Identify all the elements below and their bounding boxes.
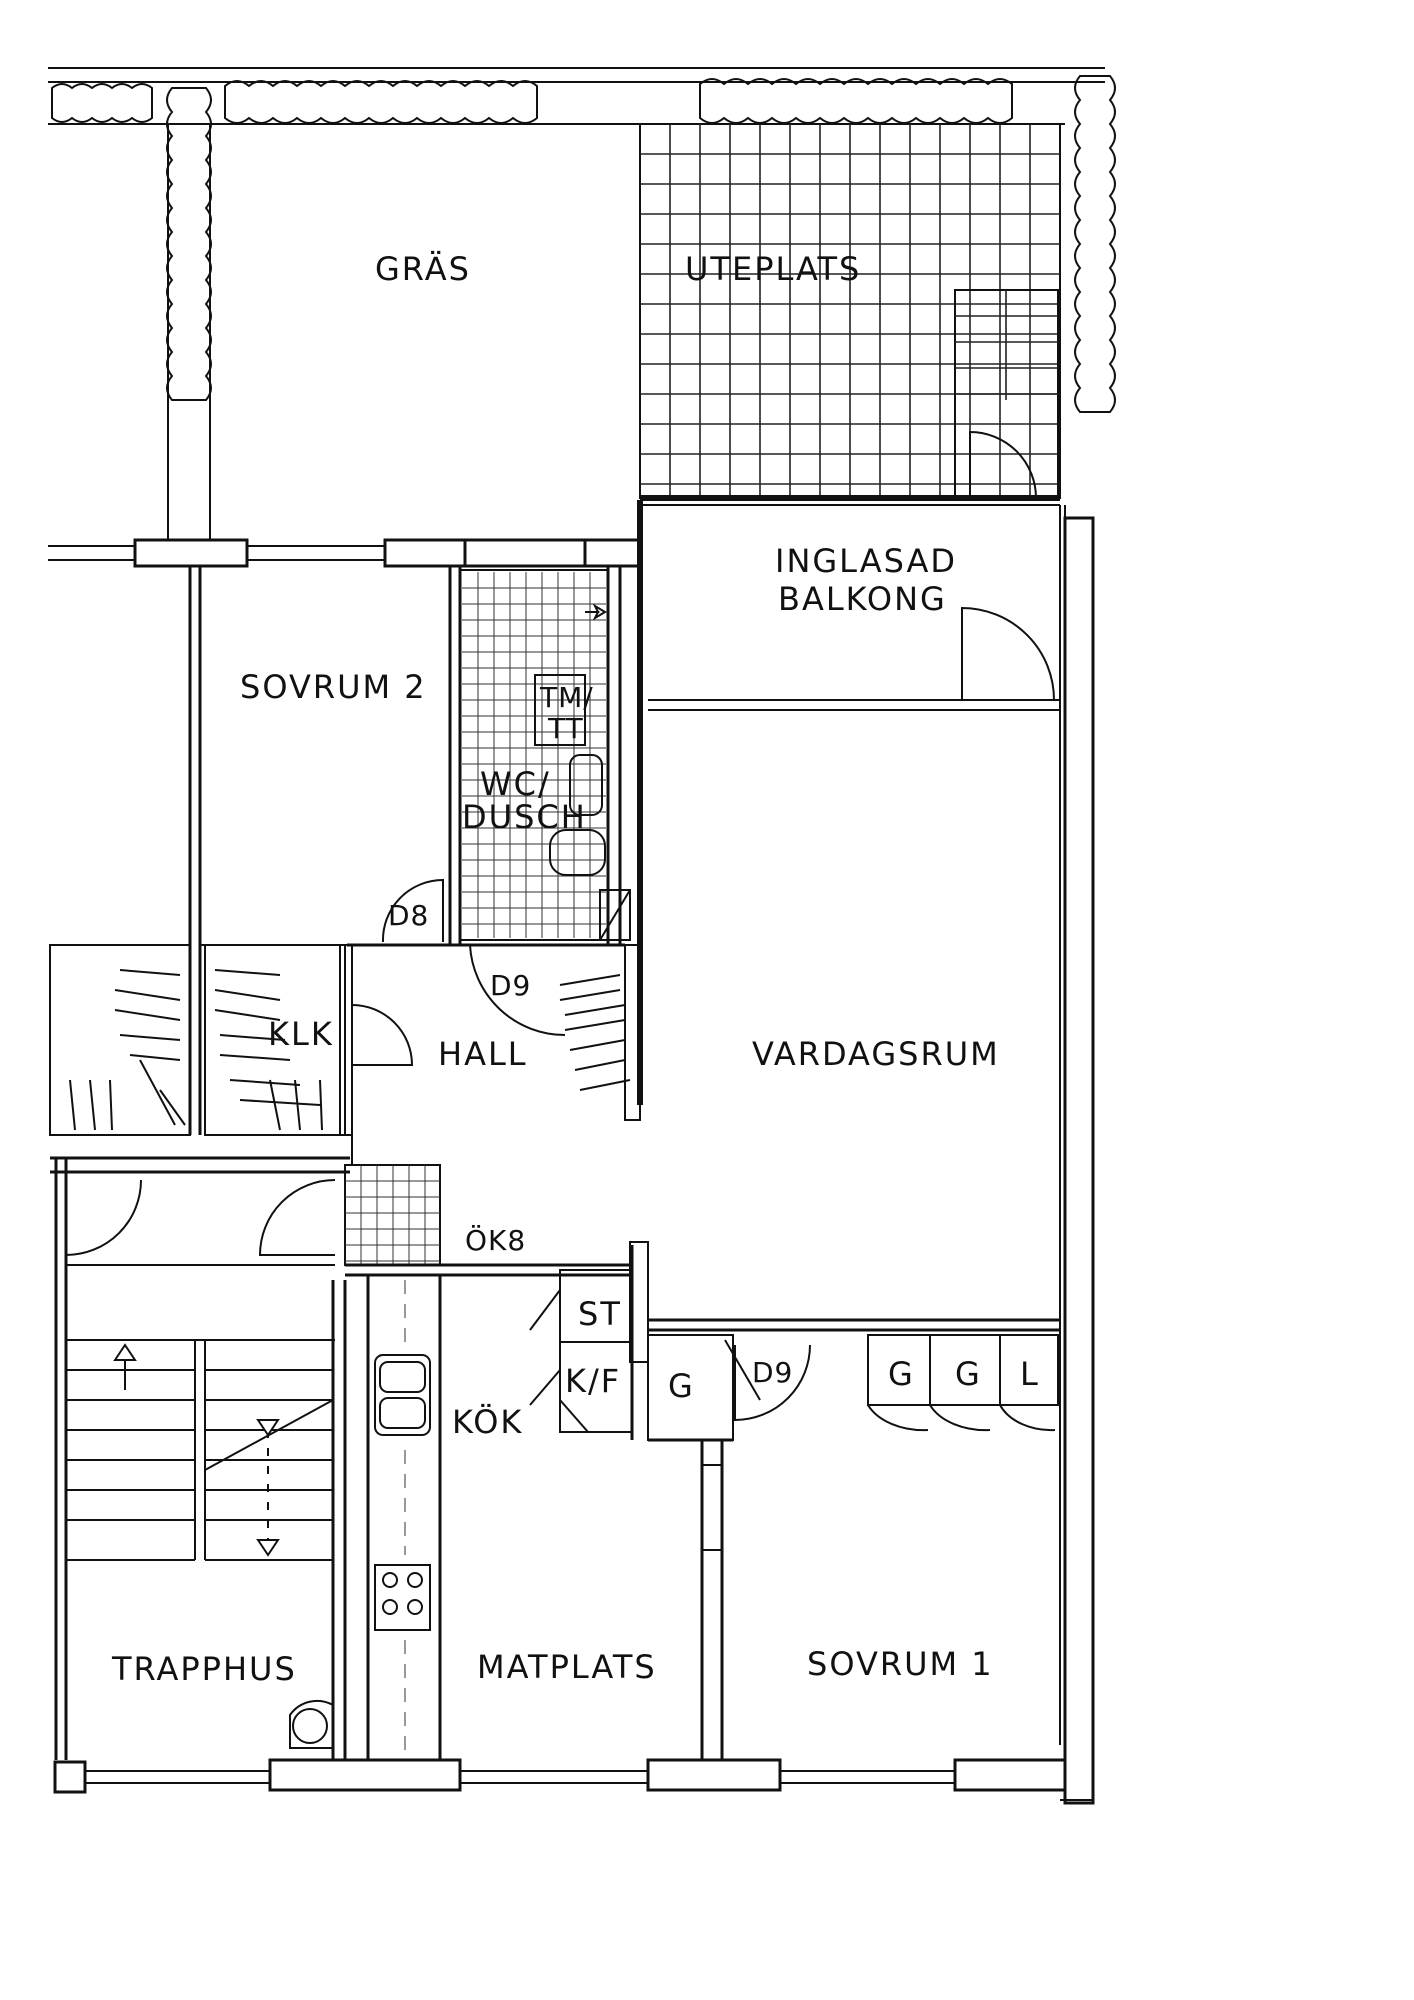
label-matplats: MATPLATS: [477, 1648, 657, 1686]
balcony: [640, 504, 1060, 711]
label-sovrum1: SOVRUM 1: [807, 1645, 994, 1683]
label-trapphus: TRAPPHUS: [111, 1650, 297, 1688]
trapphus: [50, 1156, 350, 1760]
label-tm: TM/: [539, 681, 594, 714]
label-balkong: BALKONG: [778, 580, 947, 618]
label-inglasad: INGLASAD: [775, 542, 957, 580]
label-dusch: DUSCH: [462, 798, 587, 836]
label-st: ST: [578, 1295, 622, 1333]
label-g2: G: [955, 1355, 982, 1393]
label-kf: K/F: [565, 1362, 621, 1400]
label-d9-hall: D9: [490, 969, 531, 1002]
label-kok: KÖK: [452, 1403, 523, 1441]
label-hall: HALL: [438, 1035, 528, 1073]
label-gras: GRÄS: [375, 250, 471, 288]
label-wc: WC/: [480, 765, 551, 803]
uteplats-paving: [639, 123, 1061, 501]
room-labels: GRÄS UTEPLATS INGLASAD BALKONG SOVRUM 2 …: [111, 250, 1040, 1688]
label-d9-bed: D9: [752, 1356, 793, 1389]
label-tt: TT: [547, 712, 584, 745]
sovrum1-walls: [629, 1241, 1060, 1760]
wardrobes: [49, 944, 353, 1165]
label-ok8: ÖK8: [465, 1223, 526, 1257]
hall: [344, 944, 641, 1277]
label-klk: KLK: [268, 1015, 334, 1053]
label-g-closet: G: [668, 1367, 695, 1405]
label-d8: D8: [388, 899, 429, 932]
label-sovrum2: SOVRUM 2: [240, 668, 427, 706]
label-l: L: [1020, 1355, 1040, 1393]
label-uteplats: UTEPLATS: [685, 250, 861, 288]
bathroom: [347, 566, 631, 1037]
label-vardagsrum: VARDAGSRUM: [752, 1035, 1000, 1073]
hedges: [51, 75, 1116, 413]
label-g1: G: [888, 1355, 915, 1393]
kitchen: [366, 1245, 634, 1760]
